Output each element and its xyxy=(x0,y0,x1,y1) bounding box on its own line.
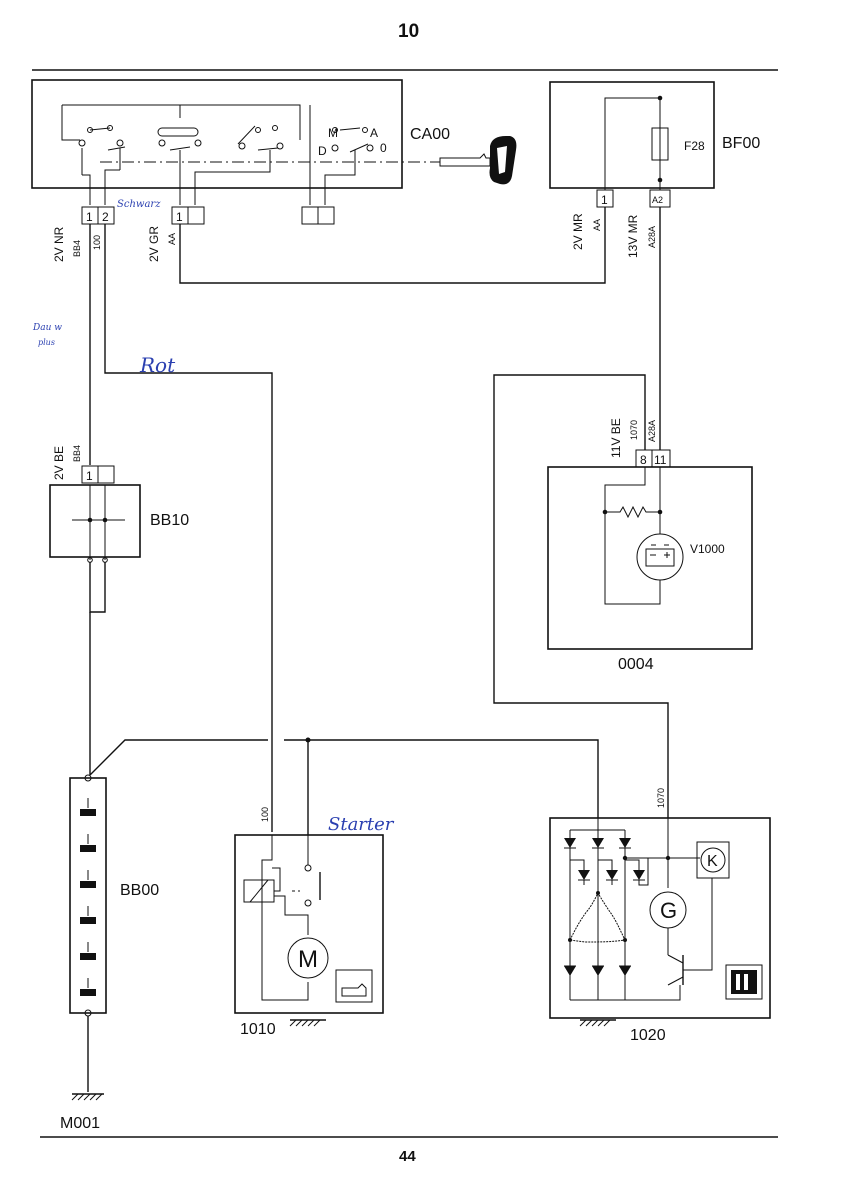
switch-position-a: A xyxy=(370,126,378,140)
fuse-box-bf00 xyxy=(549,81,715,190)
battery-block-bb00 xyxy=(69,774,107,1017)
wire-label-a28a-mid: A28A xyxy=(647,420,657,442)
switch-position-d: D xyxy=(318,144,327,158)
wire-label-13v-mr: 13V MR xyxy=(626,214,640,258)
wire-1070 xyxy=(493,374,669,818)
alternator-ground-symbol xyxy=(579,1019,616,1027)
junction-box-bb10 xyxy=(49,484,141,563)
switch-position-m: M xyxy=(328,126,338,140)
fuse-f28-label: F28 xyxy=(684,139,705,153)
handwritten-note-starter: Starter xyxy=(328,814,395,835)
alternator-k-label: K xyxy=(707,853,718,870)
wire-label-bb4-top: BB4 xyxy=(72,240,82,257)
alternator-1020 xyxy=(549,817,771,1019)
battery-v1000-label: V1000 xyxy=(690,542,725,556)
ignition-switch-ca00 xyxy=(31,79,517,205)
page-header-number: 10 xyxy=(398,21,419,42)
wire-label-a28a-top: A28A xyxy=(647,226,657,248)
bb10-pin-1: 1 xyxy=(86,469,93,483)
wire-label-100-bottom: 100 xyxy=(260,807,270,822)
wire-aa xyxy=(179,207,606,284)
bf00-pin-1: 1 xyxy=(601,193,608,207)
wire-label-bb4-mid: BB4 xyxy=(72,445,82,462)
alternator-1020-label: 1020 xyxy=(630,1027,666,1044)
ca00-label: CA00 xyxy=(410,126,450,143)
battery-box-0004 xyxy=(547,466,753,650)
wire-label-1070-bottom: 1070 xyxy=(656,788,666,808)
wire-label-2v-nr: 2V NR xyxy=(52,226,66,262)
switch-position-zero: 0 xyxy=(380,141,387,155)
alternator-g-label: G xyxy=(660,898,677,923)
starter-ground-symbol xyxy=(289,1019,326,1027)
handwritten-note-schwarz: Schwarz xyxy=(117,199,161,210)
starter-1010-label: 1010 xyxy=(240,1021,276,1038)
handwritten-note-rot: Rot xyxy=(139,353,176,377)
wire-100 xyxy=(104,224,273,832)
main-bus xyxy=(284,739,599,818)
handwritten-note-dauw: Dau w xyxy=(32,323,62,333)
ground-m001-label: M001 xyxy=(60,1115,100,1132)
battery-icon xyxy=(636,533,684,581)
ca00-pin-1: 1 xyxy=(86,210,93,224)
bf00-pin-a2: A2 xyxy=(652,195,663,205)
wire-label-100-top: 100 xyxy=(92,235,102,250)
battery-pin-8: 8 xyxy=(640,453,647,467)
wire-label-2v-gr: 2V GR xyxy=(147,226,161,262)
ground-symbol xyxy=(71,1093,104,1101)
bb00-label: BB00 xyxy=(120,882,159,899)
handwritten-note-plus: plus xyxy=(38,338,55,347)
wire-label-11v-be: 11V BE xyxy=(609,418,623,458)
battery-pin-11: 11 xyxy=(654,453,667,467)
wire-label-2v-mr: 2V MR xyxy=(571,213,585,250)
wire-label-aa-right: AA xyxy=(592,219,602,231)
starter-motor-m-label: M xyxy=(298,946,318,973)
wire-label-aa-left: AA xyxy=(167,233,177,245)
starter-1010 xyxy=(234,834,384,1014)
wire-label-2v-be: 2V BE xyxy=(52,446,66,480)
page-footer-number: 44 xyxy=(399,1148,416,1165)
ca00-pin-2: 2 xyxy=(102,210,109,224)
bf00-label: BF00 xyxy=(722,135,760,152)
battery-box-label: 0004 xyxy=(618,656,654,673)
wire-label-1070-top: 1070 xyxy=(629,420,639,440)
ca00-pin-3: 1 xyxy=(176,210,183,224)
bb10-label: BB10 xyxy=(150,512,189,529)
ca00-connector-c xyxy=(301,206,335,225)
